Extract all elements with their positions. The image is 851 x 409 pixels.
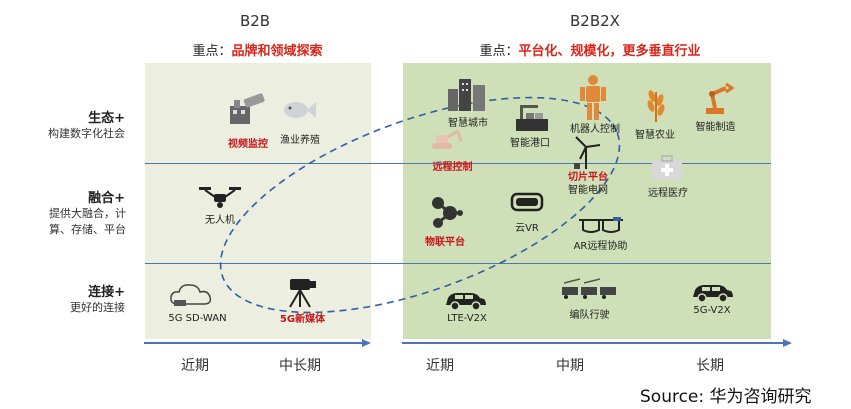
- b2b2x-focus-prefix: 重点：: [479, 44, 519, 59]
- item-remote-control: 远程控制: [432, 162, 473, 173]
- medical-kit-icon: [652, 155, 682, 180]
- camera-icon: [289, 279, 316, 308]
- wheat-icon: [647, 90, 665, 122]
- item-smart-port: 智能港口: [510, 138, 550, 149]
- cloud-icon: [170, 284, 212, 306]
- time-axis-b2b2x: [402, 339, 792, 347]
- time-axis-b2b: [144, 339, 371, 347]
- robot-icon: [580, 75, 606, 120]
- item-smart-mfg: 智能制造: [695, 122, 736, 133]
- item-platoon: 编队行驶: [569, 310, 610, 321]
- car-icon: [446, 293, 486, 311]
- iot-network-icon: [432, 197, 463, 228]
- row-subtitle-fusion: 提供大融合，计算、存储、平台: [49, 207, 126, 236]
- row-title-connect: 连接+: [88, 285, 125, 300]
- axis-label-b2b-mid: 中长期: [279, 358, 321, 374]
- b2b-header: B2B: [239, 12, 271, 30]
- b2b-panel: [145, 63, 371, 339]
- row-subtitle-connect: 更好的连接: [70, 301, 125, 314]
- truck-platoon-icon: [562, 278, 616, 299]
- robot-arm-icon: [706, 82, 735, 114]
- row-separator-2: [145, 263, 771, 264]
- axis-label-long: 长期: [696, 358, 724, 374]
- drone-icon: [199, 187, 241, 208]
- axis-label-near: 近期: [426, 358, 454, 374]
- b2b2x-focus-text: 平台化、规模化，更多垂直行业: [518, 44, 701, 59]
- item-lte-v2x: LTE-V2X: [447, 313, 487, 324]
- item-remote-medical: 远程医疗: [648, 188, 688, 199]
- item-iot-platform: 物联平台: [425, 237, 465, 248]
- vr-headset-icon: [510, 192, 544, 212]
- row-title-fusion: 融合+: [88, 191, 125, 206]
- item-smart-agri: 智慧农业: [635, 130, 675, 141]
- b2b2x-header: B2B2X: [570, 12, 620, 30]
- car-icon-2: [693, 285, 733, 303]
- item-new-media: 5G新媒体: [279, 314, 326, 325]
- item-video-monitor: 视频监控: [228, 139, 268, 150]
- row-title-ecosystem: 生态+: [88, 111, 125, 126]
- row-subtitle-ecosystem: 构建数字化社会: [48, 127, 125, 140]
- b2b-focus-prefix: 重点：: [192, 44, 232, 59]
- axis-label-mid: 中期: [556, 358, 584, 374]
- item-ar-assist: AR远程协助: [573, 241, 628, 252]
- b2b-focus: 重点：品牌和领域探索: [170, 40, 345, 59]
- b2b-focus-text: 品牌和领域探索: [231, 44, 323, 59]
- item-fishery: 渔业养殖: [280, 135, 320, 146]
- item-robot-control: 机器人控制: [570, 124, 620, 135]
- source-note: Source: 华为咨询研究: [640, 387, 812, 407]
- video-monitor-icon: [230, 93, 265, 124]
- item-5g-v2x: 5G-V2X: [693, 305, 731, 316]
- excavator-icon: [432, 129, 463, 149]
- fish-icon: [284, 102, 316, 118]
- item-drone: 无人机: [205, 215, 235, 226]
- item-smart-city: 智慧城市: [448, 118, 488, 129]
- axis-label-b2b-near: 近期: [181, 358, 209, 374]
- item-smart-grid: 智能电网: [568, 185, 608, 196]
- item-sd-wan: 5G SD-WAN: [168, 313, 227, 324]
- wind-turbine-icon: [574, 136, 601, 169]
- item-cloud-vr: 云VR: [515, 223, 539, 234]
- item-slice-platform: 切片平台: [568, 172, 608, 183]
- b2b2x-focus: 重点：平台化、规模化，更多垂直行业: [440, 40, 740, 59]
- row-separator-1: [145, 163, 771, 164]
- port-icon: [516, 105, 548, 131]
- smart-city-icon: [448, 79, 485, 111]
- ar-glasses-icon: [579, 217, 623, 233]
